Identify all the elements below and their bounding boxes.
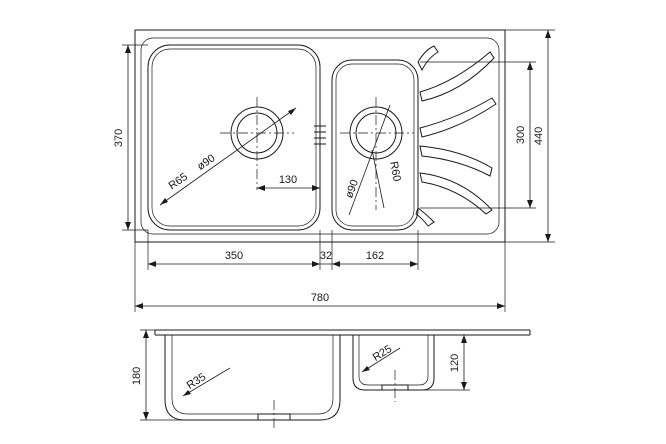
label-main-bowl-depth: 370 <box>113 129 125 147</box>
label-main-drain-offset: 130 <box>279 174 297 186</box>
main-bowl <box>147 44 321 231</box>
overflow-slots <box>314 125 326 145</box>
drainer-grooves <box>415 45 497 227</box>
label-small-drain-diameter: ø90 <box>343 178 361 200</box>
label-main-bowl-width: 350 <box>225 250 243 262</box>
label-main-corner-radius: R65 <box>167 171 190 192</box>
label-small-bottom-radius: R25 <box>371 343 394 364</box>
dimension-labels: 370 440 300 130 350 32 162 780 R65 ø90 ø… <box>113 126 545 392</box>
label-small-bowl-width: 162 <box>366 250 384 262</box>
label-drainer-length: 300 <box>515 126 527 144</box>
label-main-drain-diameter: ø90 <box>195 152 217 173</box>
label-total-width: 780 <box>311 292 329 304</box>
small-bowl <box>331 59 419 231</box>
radius-leaders <box>159 104 391 216</box>
label-small-corner-radius: R60 <box>387 160 402 182</box>
label-main-bowl-height: 180 <box>131 367 143 385</box>
label-main-bottom-radius: R35 <box>185 371 208 392</box>
dimension-lines <box>122 29 555 312</box>
label-small-bowl-height: 120 <box>449 354 461 372</box>
small-drain <box>340 97 414 210</box>
label-total-depth: 440 <box>533 127 545 145</box>
main-bowl-profile <box>164 335 341 421</box>
main-drain <box>220 97 294 190</box>
label-divider-width: 32 <box>320 250 332 262</box>
small-bowl-profile <box>352 335 435 391</box>
sink-side-view <box>140 329 531 430</box>
sink-top-view <box>134 29 506 243</box>
